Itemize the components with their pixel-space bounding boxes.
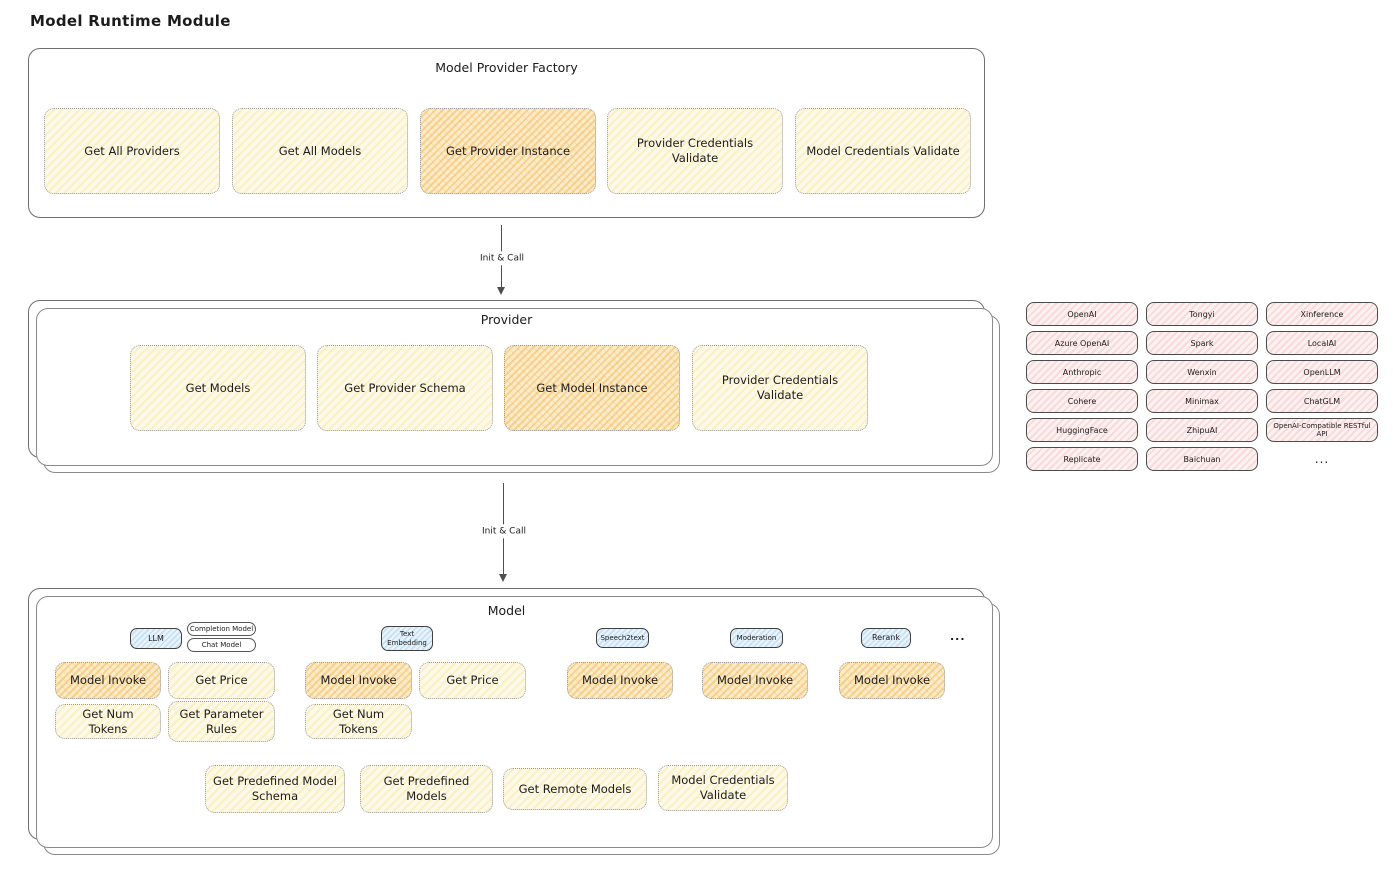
tag-rerank: Rerank bbox=[861, 628, 911, 648]
model-box-title: Model bbox=[487, 603, 526, 618]
node-llm-get-parameter-rules: Get Parameter Rules bbox=[168, 701, 275, 742]
provider-pill-cohere: Cohere bbox=[1026, 389, 1138, 413]
node-llm-get-num-tokens: Get Num Tokens bbox=[55, 704, 161, 739]
page-title: Model Runtime Module bbox=[30, 12, 231, 30]
node-get-all-providers: Get All Providers bbox=[44, 108, 220, 194]
tag-chat-model: Chat Model bbox=[187, 638, 256, 652]
node-get-predefined-model-schema: Get Predefined Model Schema bbox=[205, 765, 345, 813]
node-llm-model-invoke: Model Invoke bbox=[55, 662, 161, 699]
model-types-more: ... bbox=[950, 630, 966, 643]
arrow-init-call-2-label: Init & Call bbox=[477, 523, 531, 538]
provider-list-more: ... bbox=[1314, 452, 1330, 466]
node-model-credentials-validate: Model Credentials Validate bbox=[658, 765, 788, 811]
node-get-provider-instance: Get Provider Instance bbox=[420, 108, 596, 194]
node-get-all-models: Get All Models bbox=[232, 108, 408, 194]
node-moderation-model-invoke: Model Invoke bbox=[702, 662, 808, 699]
provider-pill-baichuan: Baichuan bbox=[1146, 447, 1258, 471]
tag-moderation: Moderation bbox=[730, 628, 783, 648]
factory-box-title: Model Provider Factory bbox=[435, 60, 578, 75]
node-rerank-model-invoke: Model Invoke bbox=[839, 662, 945, 699]
arrow-head-icon bbox=[497, 287, 505, 295]
provider-list: OpenAI Tongyi Xinference Azure OpenAI Sp… bbox=[1026, 302, 1378, 471]
node-provider-credentials-validate-factory: Provider Credentials Validate bbox=[607, 108, 783, 194]
provider-box-title: Provider bbox=[480, 312, 533, 327]
node-text-embedding-model-invoke: Model Invoke bbox=[305, 662, 412, 699]
node-speech2text-model-invoke: Model Invoke bbox=[567, 662, 673, 699]
arrow-init-call-1: Init & Call bbox=[475, 225, 529, 295]
provider-pill-azure-openai: Azure OpenAI bbox=[1026, 331, 1138, 355]
provider-pill-anthropic: Anthropic bbox=[1026, 360, 1138, 384]
node-text-embedding-get-num-tokens: Get Num Tokens bbox=[305, 704, 412, 739]
tag-speech2text: Speech2text bbox=[596, 628, 649, 648]
tag-text-embedding: Text Embedding bbox=[381, 626, 433, 651]
tag-llm: LLM bbox=[130, 628, 182, 649]
arrow-init-call-1-label: Init & Call bbox=[475, 251, 529, 266]
node-get-provider-schema: Get Provider Schema bbox=[317, 345, 493, 431]
provider-pill-xinference: Xinference bbox=[1266, 302, 1378, 326]
provider-pill-wenxin: Wenxin bbox=[1146, 360, 1258, 384]
arrow-head-icon bbox=[499, 574, 507, 582]
node-get-models: Get Models bbox=[130, 345, 306, 431]
provider-pill-zhipuai: ZhipuAI bbox=[1146, 418, 1258, 442]
provider-pill-tongyi: Tongyi bbox=[1146, 302, 1258, 326]
node-get-remote-models: Get Remote Models bbox=[503, 768, 647, 810]
node-provider-credentials-validate: Provider Credentials Validate bbox=[692, 345, 868, 431]
provider-pill-replicate: Replicate bbox=[1026, 447, 1138, 471]
provider-pill-minimax: Minimax bbox=[1146, 389, 1258, 413]
provider-pill-openai-compatible-restful-api: OpenAI-Compatible RESTful API bbox=[1266, 418, 1378, 442]
provider-pill-chatglm: ChatGLM bbox=[1266, 389, 1378, 413]
node-llm-get-price: Get Price bbox=[168, 662, 275, 699]
node-model-credentials-validate-factory: Model Credentials Validate bbox=[795, 108, 971, 194]
provider-pill-localai: LocalAI bbox=[1266, 331, 1378, 355]
provider-pill-spark: Spark bbox=[1146, 331, 1258, 355]
node-get-model-instance: Get Model Instance bbox=[504, 345, 680, 431]
provider-pill-huggingface: HuggingFace bbox=[1026, 418, 1138, 442]
provider-pill-openai: OpenAI bbox=[1026, 302, 1138, 326]
node-get-predefined-models: Get Predefined Models bbox=[360, 765, 493, 813]
arrow-init-call-2: Init & Call bbox=[477, 483, 531, 582]
tag-completion-model: Completion Model bbox=[187, 622, 256, 636]
node-text-embedding-get-price: Get Price bbox=[419, 662, 526, 699]
provider-pill-openllm: OpenLLM bbox=[1266, 360, 1378, 384]
